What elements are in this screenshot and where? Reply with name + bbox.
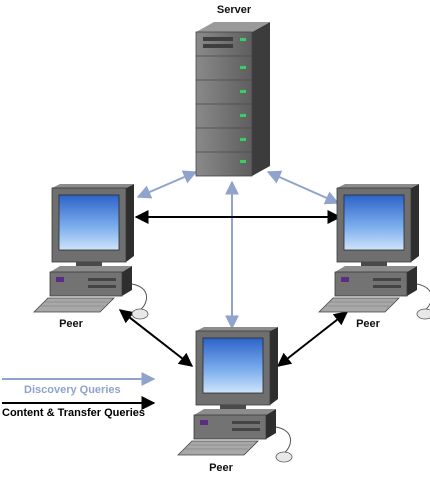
legend-content-label: Content & Transfer Queries [2, 407, 145, 419]
peer-left-computer [33, 183, 149, 320]
server-label: Server [217, 4, 252, 16]
peer-right-label: Peer [356, 318, 381, 330]
peer-right-computer [318, 183, 430, 320]
legend: Discovery Queries Content & Transfer Que… [2, 372, 156, 419]
peer-bottom-label: Peer [209, 462, 234, 474]
discovery-arrow-server-right [266, 170, 340, 205]
peer-left-label: Peer [59, 318, 84, 330]
discovery-arrow-server-left [136, 170, 198, 199]
content-arrow-left-bottom [118, 309, 194, 367]
server-tower [195, 22, 270, 177]
peer-bottom-computer [177, 326, 293, 463]
legend-discovery-label: Discovery Queries [24, 384, 121, 396]
content-arrow-right-bottom [276, 311, 349, 367]
discovery-arrows [136, 170, 340, 330]
content-arrows [118, 210, 349, 367]
